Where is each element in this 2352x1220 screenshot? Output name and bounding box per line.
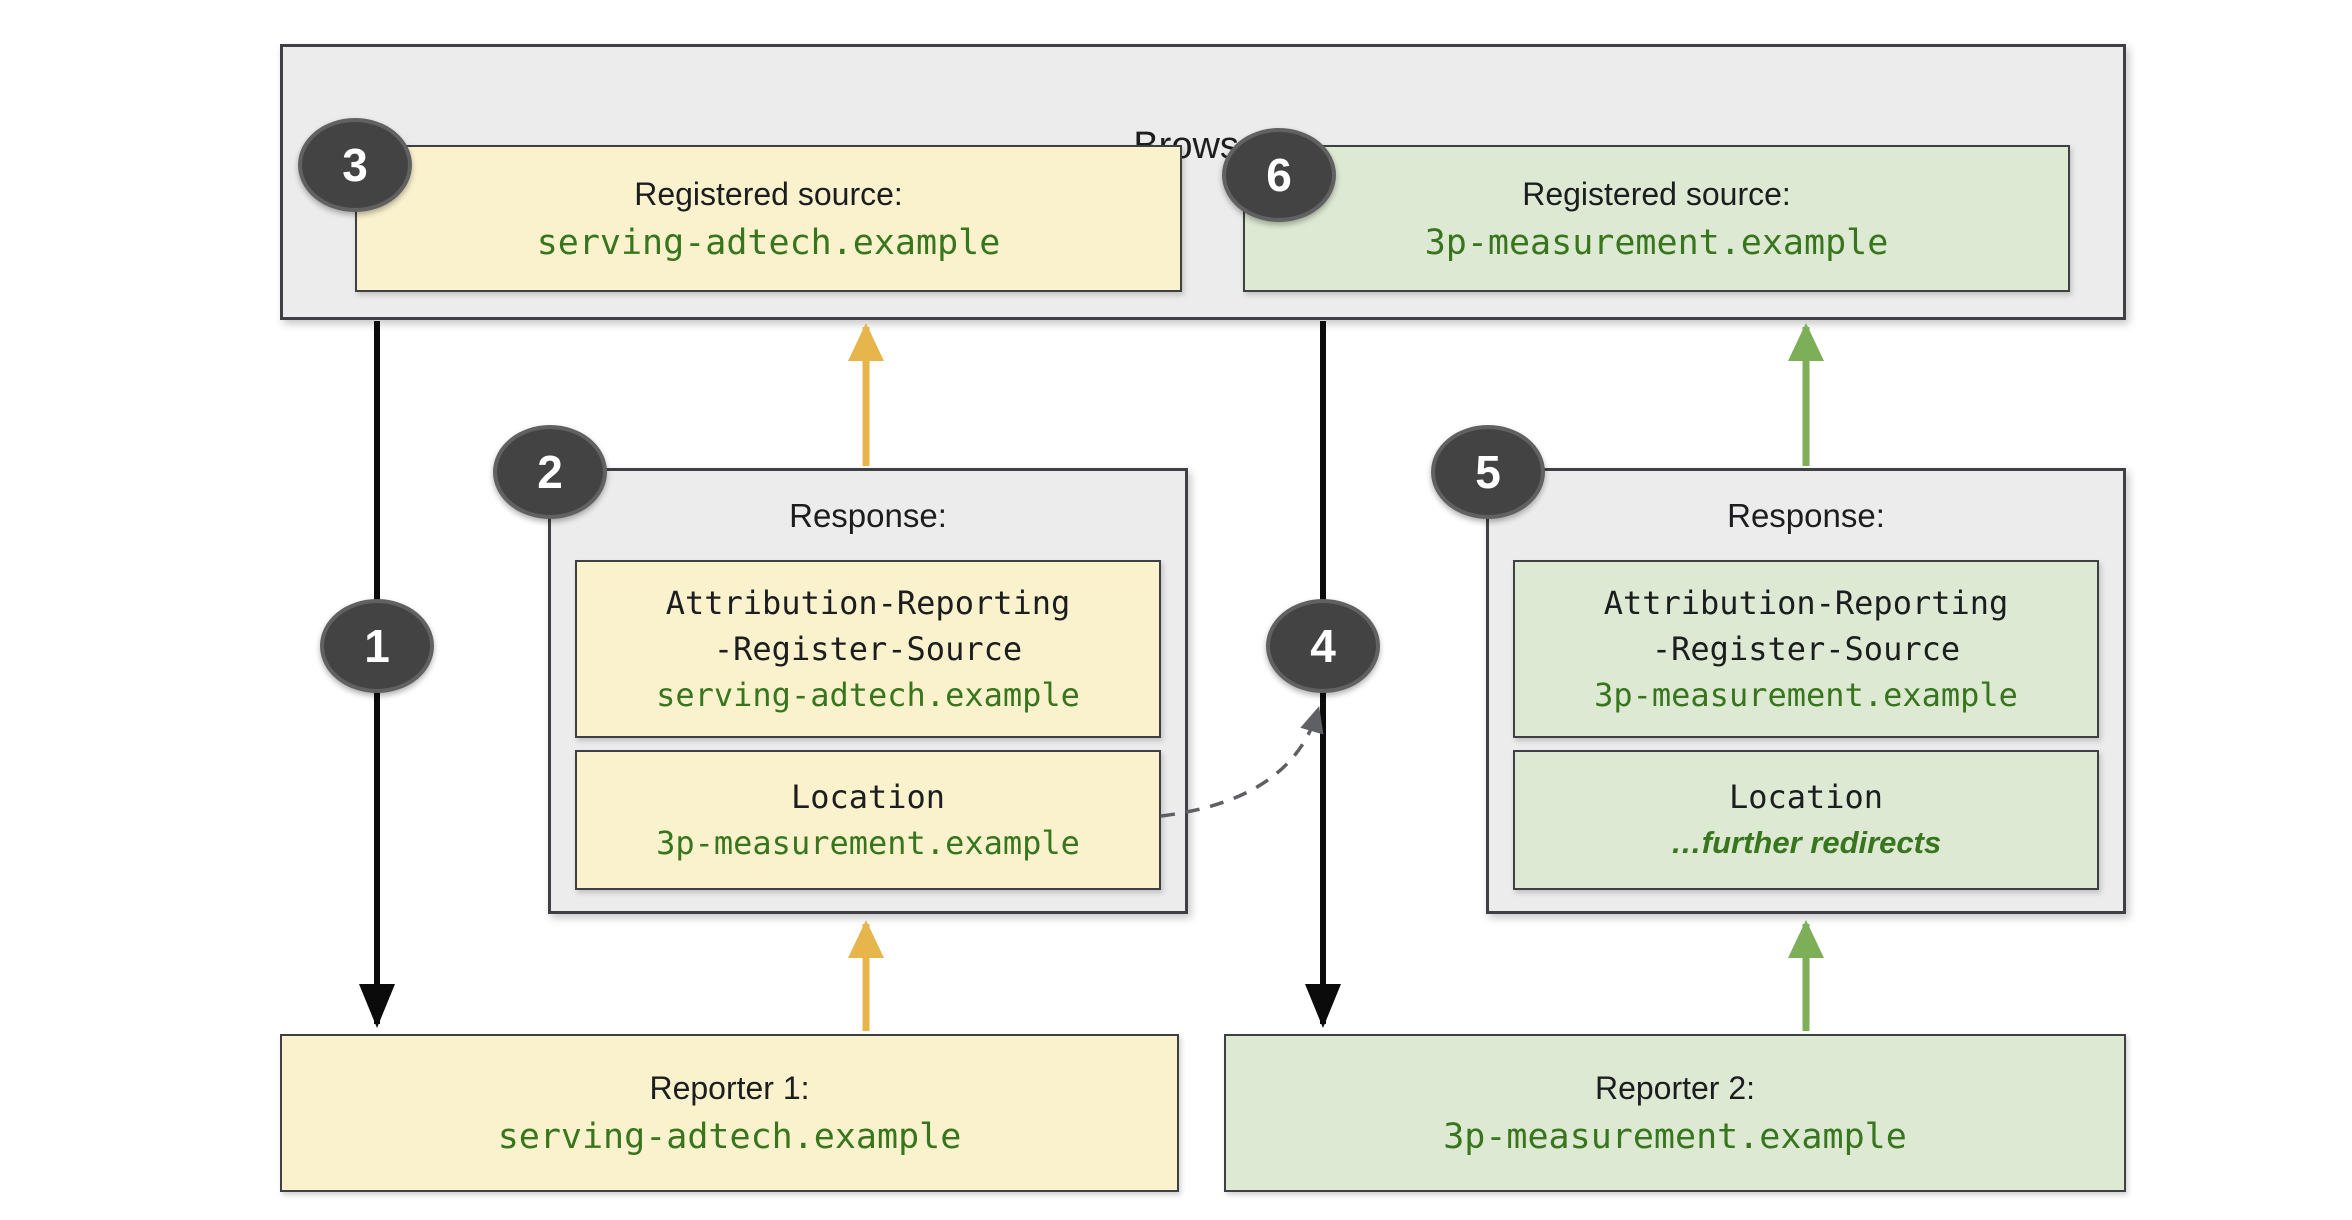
reporter-1-domain: serving-adtech.example: [497, 1117, 962, 1157]
step-badge-3: 3: [298, 118, 412, 212]
header-name-line: -Register-Source: [713, 630, 1023, 668]
response-1-title: Response:: [789, 497, 947, 534]
response-2-title: Response:: [1727, 497, 1885, 534]
reporter-1-label: Reporter 1:: [649, 1070, 810, 1106]
header-value: serving-adtech.example: [656, 676, 1080, 714]
response-1-register-source-header-box: Attribution-Reporting -Register-Source s…: [575, 560, 1161, 738]
registered-source-2-label: Registered source:: [1522, 175, 1791, 212]
step-badge-2: 2: [493, 425, 607, 519]
reporter-1-box: Reporter 1: serving-adtech.example: [280, 1034, 1179, 1192]
header-name-line: Attribution-Reporting: [1603, 584, 2009, 622]
header-name-line: Attribution-Reporting: [665, 584, 1071, 622]
further-redirects-value: …further redirects: [1670, 825, 1942, 860]
registered-source-2-domain: 3p-measurement.example: [1424, 222, 1889, 263]
header-name-line: Location: [1728, 778, 1884, 816]
header-name-line: -Register-Source: [1651, 630, 1961, 668]
step-badge-4: 4: [1266, 599, 1380, 693]
header-value: 3p-measurement.example: [1594, 676, 2018, 714]
response-1-box: Response: Attribution-Reporting -Registe…: [548, 468, 1188, 914]
browser-box: Browser Registered source: serving-adtec…: [280, 44, 2126, 320]
header-name-line: Location: [790, 778, 946, 816]
response-2-box: Response: Attribution-Reporting -Registe…: [1486, 468, 2126, 914]
registered-source-1-label: Registered source:: [634, 175, 903, 212]
registered-source-2-box: Registered source: 3p-measurement.exampl…: [1243, 145, 2070, 292]
step-badge-5: 5: [1431, 425, 1545, 519]
header-value: 3p-measurement.example: [656, 824, 1080, 862]
registered-source-1-domain: serving-adtech.example: [536, 222, 1001, 263]
reporter-2-label: Reporter 2:: [1594, 1070, 1756, 1106]
step-badge-6: 6: [1222, 128, 1336, 222]
step-badge-1: 1: [320, 599, 434, 693]
response-2-register-source-header-box: Attribution-Reporting -Register-Source 3…: [1513, 560, 2099, 738]
reporter-2-domain: 3p-measurement.example: [1443, 1117, 1907, 1157]
response-1-location-header-box: Location 3p-measurement.example: [575, 750, 1161, 890]
registered-source-1-box: Registered source: serving-adtech.exampl…: [355, 145, 1182, 292]
reporter-2-box: Reporter 2: 3p-measurement.example: [1224, 1034, 2126, 1192]
response-2-location-header-box: Location …further redirects: [1513, 750, 2099, 890]
